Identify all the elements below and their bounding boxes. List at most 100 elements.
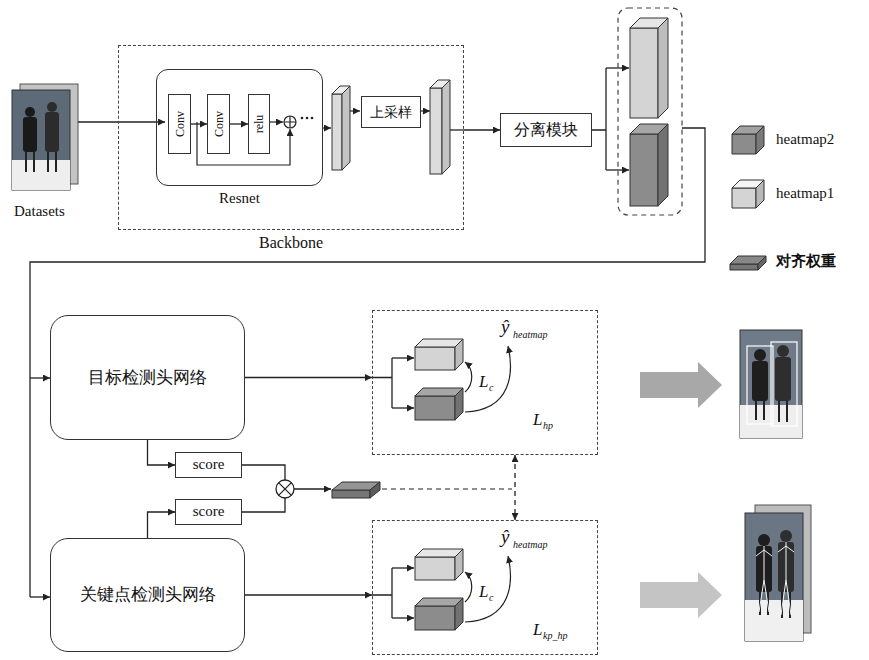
- block-caption: Resnet: [219, 190, 260, 207]
- photo-snow: [745, 600, 803, 641]
- person: [775, 357, 791, 401]
- photo-snow: [12, 160, 70, 190]
- layer-label: Conv: [174, 111, 186, 137]
- alignment-weight: [332, 490, 370, 498]
- legend-swatch: [728, 244, 768, 280]
- conv-layer: Conv: [207, 94, 230, 154]
- alignment-weight: [370, 482, 380, 498]
- legend-swatch-face: [756, 126, 764, 154]
- keypoint-head: 关键点检测头网络: [50, 538, 245, 652]
- ellipsis-dot: [301, 117, 304, 120]
- arrow-connector: [148, 512, 176, 538]
- loss-group: ŷheatmapLcLhp: [372, 310, 598, 455]
- feature-map: [332, 94, 342, 170]
- layer-label: relu: [253, 115, 265, 134]
- person-legs: [760, 592, 790, 618]
- legend-swatch-face: [732, 134, 756, 154]
- arrow-connector: [148, 440, 176, 465]
- photo-front: [745, 513, 803, 641]
- split-line: [592, 68, 606, 170]
- subscript: kp_hp: [543, 631, 567, 641]
- legend-label: 对齐权重: [776, 253, 836, 270]
- heatmap1-map: [630, 28, 658, 118]
- skeleton: [756, 546, 772, 612]
- math-symbol: L: [479, 373, 488, 390]
- feature-arrow: [350, 110, 360, 111]
- activation-layer: relu: [248, 94, 270, 154]
- sum-symbol: [284, 116, 296, 128]
- output-arrow: [640, 362, 722, 408]
- feature-arrow: [420, 110, 430, 111]
- bounding-box: [747, 346, 773, 424]
- dataset-photo: [12, 84, 78, 190]
- module-label: 关键点检测头网络: [80, 585, 216, 605]
- subscript: c: [489, 383, 493, 393]
- arrow-connector: [191, 123, 207, 124]
- resnet-block: ResnetConvConvrelu: [156, 69, 323, 186]
- feed-line: [30, 128, 705, 597]
- image-caption: Datasets: [14, 203, 65, 220]
- arrow-connector: [245, 594, 372, 595]
- photo-front: [12, 90, 70, 190]
- weight-line: [382, 488, 512, 489]
- ellipsis-dot: [311, 117, 314, 120]
- person: [47, 102, 57, 112]
- person: [23, 117, 37, 152]
- legend-swatch: [728, 176, 768, 212]
- feature-map: [342, 86, 350, 170]
- subscript: c: [489, 593, 493, 603]
- feed-arrow: [30, 596, 50, 597]
- legend-swatch-face: [732, 188, 756, 208]
- dashed-connector: [514, 455, 515, 520]
- keypoint-output-image: [745, 505, 811, 641]
- subscript: heatmap: [513, 330, 547, 340]
- legend-label: heatmap2: [776, 131, 834, 148]
- backbone-group: BackboneResnetConvConvrelu上采样: [118, 45, 464, 230]
- weight-arrow: [294, 488, 331, 489]
- person: [45, 112, 59, 152]
- skeleton: [778, 542, 794, 615]
- feature-arrow: [322, 127, 331, 128]
- legend-swatch: [728, 122, 768, 158]
- feature-map: [442, 80, 450, 174]
- arrow-connector: [245, 377, 372, 378]
- subscript: hp: [543, 421, 553, 431]
- group-caption: Backbone: [259, 234, 323, 252]
- input-arrow: [78, 121, 165, 122]
- person: [752, 361, 768, 401]
- score-label: score: [193, 503, 225, 520]
- legend-entry: 对齐权重: [728, 244, 836, 280]
- sum-symbol: [284, 116, 296, 128]
- separation-module: 分离模块: [500, 113, 592, 147]
- subscript: heatmap: [513, 540, 547, 550]
- loss-heatmap-art: [392, 339, 510, 420]
- arrow-connector: [230, 123, 248, 124]
- product-symbol: [276, 480, 294, 498]
- person: [777, 345, 789, 357]
- person: [754, 349, 766, 361]
- loss-heatmap-art: [392, 549, 510, 630]
- score-box: score: [175, 452, 242, 478]
- output-arrow: [640, 572, 722, 618]
- branch-stub: [372, 378, 392, 596]
- layer-label: Conv: [213, 111, 225, 137]
- legend-swatch-face: [758, 256, 766, 270]
- legend-swatch-face: [730, 264, 758, 270]
- module-label: 分离模块: [514, 121, 578, 139]
- legend-entry: heatmap1: [728, 176, 834, 212]
- loss-group: ŷheatmapLcLkp_hp: [372, 520, 598, 655]
- person: [758, 534, 770, 546]
- math-symbol: L: [533, 621, 542, 638]
- math-symbol: ŷ: [501, 527, 509, 546]
- legend-swatch-face: [756, 180, 764, 208]
- math-symbol: L: [479, 583, 488, 600]
- legend-entry: heatmap2: [728, 122, 834, 158]
- bounding-box: [771, 342, 797, 426]
- heatmap-group: [618, 8, 682, 215]
- conv-layer: Conv: [168, 94, 191, 154]
- person-legs: [26, 152, 56, 172]
- module-label: 上采样: [370, 104, 412, 120]
- feature-line: [450, 129, 464, 130]
- heatmap2-map: [630, 134, 658, 206]
